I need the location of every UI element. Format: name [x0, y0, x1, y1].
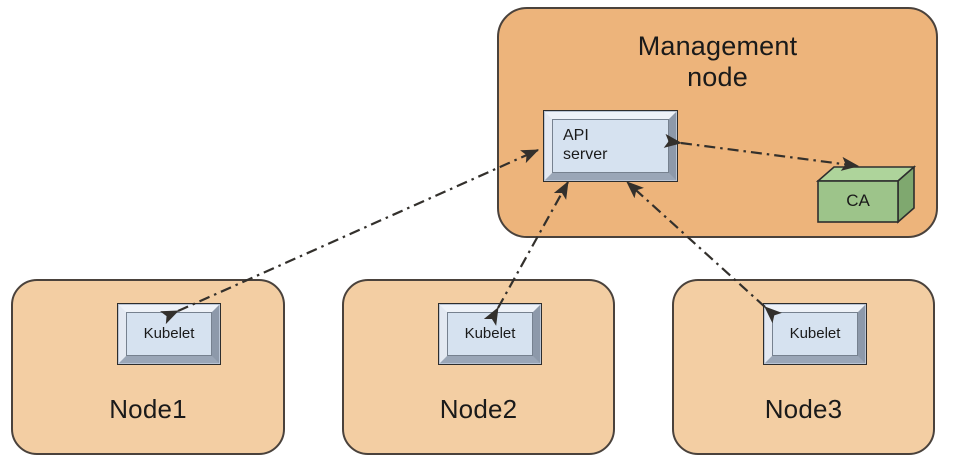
api-server-label: API server [563, 127, 608, 163]
kubelet-face-node1: Kubelet [126, 312, 212, 356]
management-node-panel: Management node API server CA [497, 7, 938, 238]
management-node-label: Management node [637, 31, 798, 92]
kubelet-face-node2: Kubelet [447, 312, 533, 356]
worker-node-1-panel: Kubelet Node1 [11, 279, 285, 455]
ca-box: CA [815, 165, 917, 225]
worker-node-2-panel: Kubelet Node2 [342, 279, 615, 455]
kubelet-label-node3: Kubelet [789, 325, 841, 343]
worker-node-3-panel: Kubelet Node3 [672, 279, 935, 455]
kubelet-label-node2: Kubelet [464, 325, 516, 343]
ca-label: CA [846, 191, 870, 210]
kubelet-box-node1: Kubelet [117, 303, 221, 365]
kubelet-label-node1: Kubelet [143, 325, 195, 343]
kubelet-face-node3: Kubelet [772, 312, 858, 356]
worker-node-2-label: Node2 [439, 394, 518, 425]
ca-cuboid-icon [815, 165, 917, 224]
worker-node-3-label: Node3 [764, 394, 843, 425]
api-server-face: API server [552, 119, 669, 173]
kubelet-box-node3: Kubelet [763, 303, 867, 365]
worker-node-1-label: Node1 [109, 394, 187, 425]
kubelet-box-node2: Kubelet [438, 303, 542, 365]
api-server-box: API server [543, 110, 678, 182]
